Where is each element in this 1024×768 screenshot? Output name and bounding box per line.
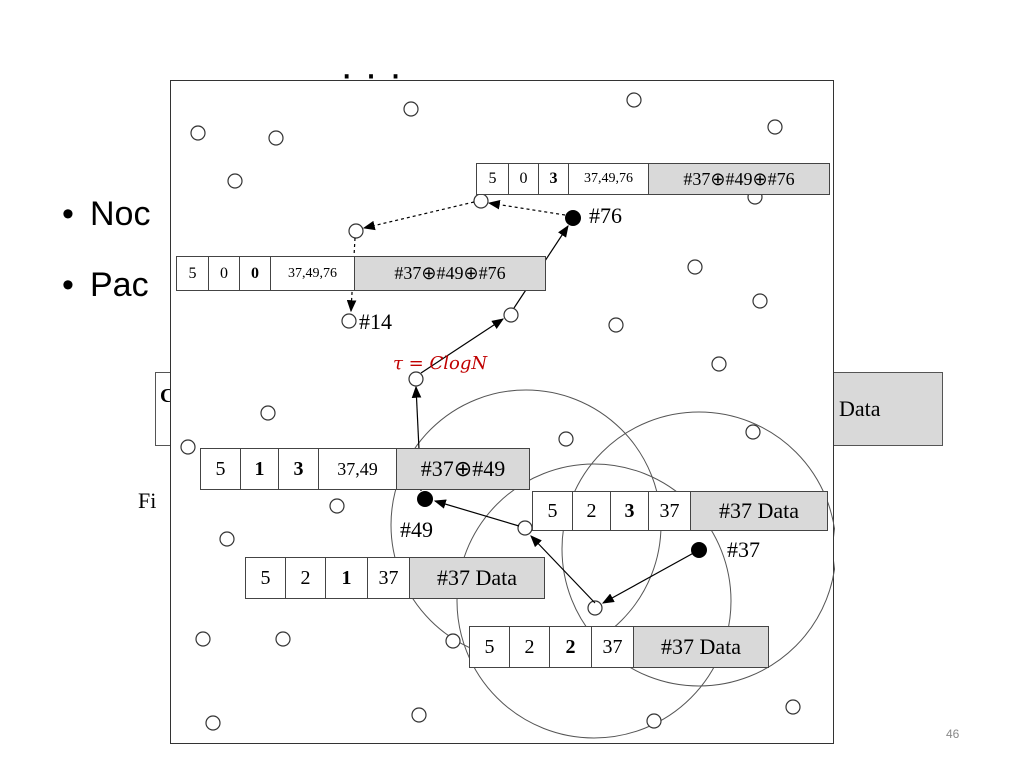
range-circle-3	[561, 411, 835, 687]
return-arrow	[362, 201, 475, 231]
range-circle-2	[456, 463, 732, 739]
sensor-node	[767, 119, 783, 135]
relay-node	[517, 520, 533, 536]
sensor-node	[411, 707, 427, 723]
bullet-text-1: Noc	[90, 195, 151, 233]
packet-cell: 5	[477, 164, 509, 194]
sensor-node	[275, 631, 291, 647]
sensor-node	[445, 633, 461, 649]
sensor-node	[227, 173, 243, 189]
packet-cell: 5	[470, 627, 510, 667]
relay-node	[503, 307, 519, 323]
node-label-49: #49	[400, 517, 433, 542]
packet-cell: 37,49	[319, 449, 397, 489]
packet-cell: 37,49,76	[271, 257, 355, 290]
bullet-item-2: •Pac	[62, 266, 149, 304]
packet-data-cell: #37⊕#49⊕#76	[355, 257, 545, 290]
packet-cell: 5	[201, 449, 241, 489]
packet-data-cell: #37⊕#49	[397, 449, 529, 489]
packet-header-6: 5 2 2 37 #37 Data	[469, 626, 769, 668]
packet-cell: 0	[509, 164, 539, 194]
background-packet-data-text: Data	[839, 396, 881, 421]
source-node-49	[417, 491, 433, 507]
figure-caption-fragment: Fi	[138, 488, 157, 513]
relay-node	[348, 223, 364, 239]
sensor-node	[329, 498, 345, 514]
packet-cell: 0	[240, 257, 271, 290]
packet-cell: 5	[246, 558, 286, 598]
sensor-node	[745, 424, 761, 440]
packet-cell: 2	[550, 627, 592, 667]
sensor-node	[646, 713, 662, 729]
node-label-14: #14	[359, 309, 392, 334]
page-number: 46	[946, 727, 960, 741]
packet-cell: 37	[368, 558, 410, 598]
packet-header-2: 5 0 0 37,49,76 #37⊕#49⊕#76	[176, 256, 546, 291]
packet-header-3: 5 1 3 37,49 #37⊕#49	[200, 448, 530, 490]
route-arrow	[433, 499, 520, 527]
packet-header-1: 5 0 3 37,49,76 #37⊕#49⊕#76	[476, 163, 830, 195]
sensor-node	[403, 101, 419, 117]
bullet-text-2: Pac	[90, 266, 149, 304]
packet-data-cell: #37 Data	[410, 558, 544, 598]
sensor-node	[785, 699, 801, 715]
background-packet-data-cell: Data	[832, 373, 942, 445]
sensor-node	[268, 130, 284, 146]
packet-cell: 1	[326, 558, 368, 598]
packet-cell: 37	[649, 492, 691, 530]
packet-cell: 2	[510, 627, 550, 667]
sensor-node	[558, 431, 574, 447]
packet-cell: 5	[177, 257, 209, 290]
relay-node-14	[341, 313, 357, 329]
return-arrow	[487, 199, 566, 216]
packet-cell: 3	[611, 492, 649, 530]
packet-data-cell: #37⊕#49⊕#76	[649, 164, 829, 194]
packet-cell: 1	[241, 449, 279, 489]
sensor-node	[219, 531, 235, 547]
network-diagram: #76 #14 #49 #37 τ = ClogN 5 0 3 37,49,76…	[170, 80, 835, 744]
packet-cell: 2	[573, 492, 611, 530]
sensor-node	[195, 631, 211, 647]
packet-header-4: 5 2 3 37 #37 Data	[532, 491, 828, 531]
route-arrow	[530, 535, 596, 604]
relay-node	[408, 371, 424, 387]
packet-data-cell: #37 Data	[691, 492, 827, 530]
sensor-node	[626, 92, 642, 108]
sensor-node	[260, 405, 276, 421]
packet-cell: 37,49,76	[569, 164, 649, 194]
sensor-node	[711, 356, 727, 372]
sensor-node	[205, 715, 221, 731]
packet-cell: 0	[209, 257, 240, 290]
node-label-76: #76	[589, 203, 622, 228]
packet-cell: 37	[592, 627, 634, 667]
packet-cell: 3	[539, 164, 569, 194]
route-arrow	[601, 549, 700, 604]
sensor-node	[608, 317, 624, 333]
sensor-node	[752, 293, 768, 309]
route-arrow	[420, 318, 505, 374]
sensor-node	[190, 125, 206, 141]
packet-cell: 3	[279, 449, 319, 489]
packet-cell: 5	[533, 492, 573, 530]
packet-header-5: 5 2 1 37 #37 Data	[245, 557, 545, 599]
sensor-node	[180, 439, 196, 455]
packet-data-cell: #37 Data	[634, 627, 768, 667]
bullet-item-1: •Noc	[62, 195, 151, 233]
relay-node	[587, 600, 603, 616]
relay-node	[473, 193, 489, 209]
source-node-76	[565, 210, 581, 226]
threshold-label: τ = ClogN	[393, 353, 488, 374]
node-label-37: #37	[727, 537, 760, 562]
sensor-node	[687, 259, 703, 275]
packet-cell: 2	[286, 558, 326, 598]
